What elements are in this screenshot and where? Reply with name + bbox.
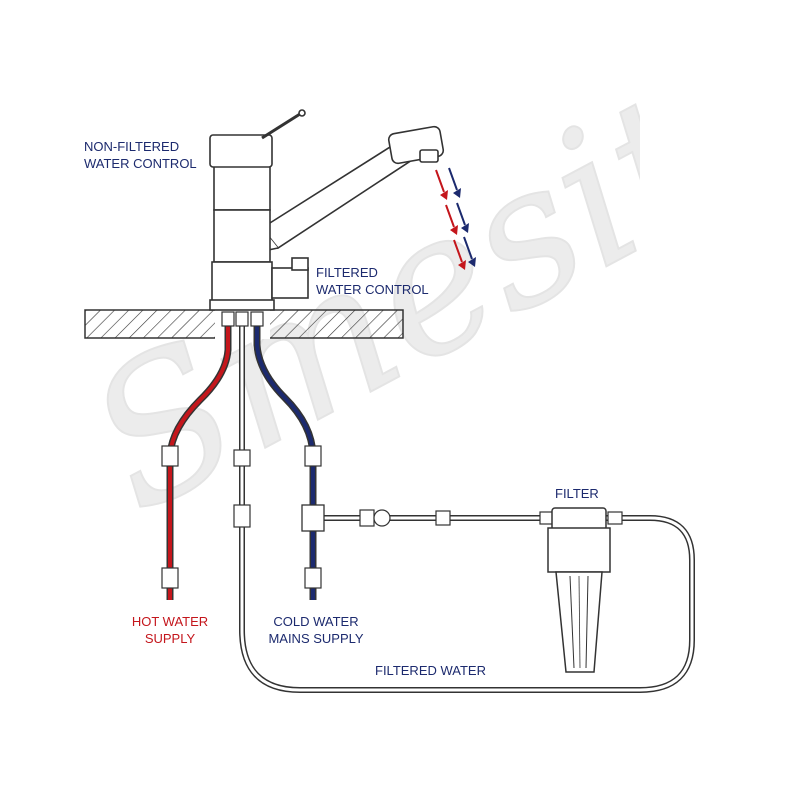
- filter-inlet-pipe: [301, 504, 555, 532]
- filtered-water-pipe: [233, 311, 695, 693]
- hot-water-pipe: [161, 311, 235, 600]
- water-filter: [547, 507, 611, 673]
- faucet-body: [209, 109, 445, 311]
- water-flow-arrows: [435, 167, 476, 270]
- filter-label: FILTER: [555, 486, 599, 501]
- hot-water-supply-label: HOT WATER SUPPLY: [131, 614, 209, 646]
- filtered-control-label: FILTERED WATER CONTROL: [316, 265, 429, 297]
- cold-water-supply-label: COLD WATER MAINS SUPPLY: [268, 614, 364, 646]
- non-filtered-control-label: NON-FILTERED WATER CONTROL: [84, 139, 197, 171]
- cold-water-pipe: [250, 311, 322, 600]
- filtered-water-label: FILTERED WATER: [375, 663, 486, 678]
